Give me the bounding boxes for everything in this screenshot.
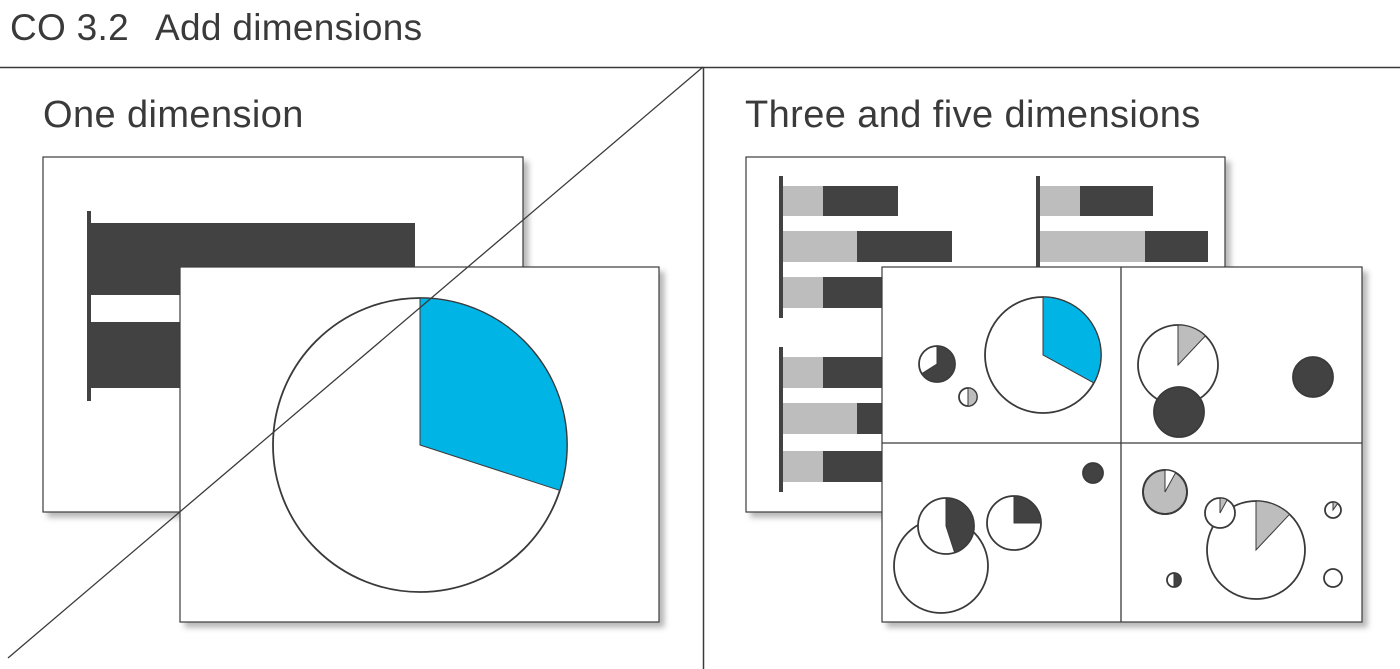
bar-dark xyxy=(1145,231,1208,262)
bar-light xyxy=(783,186,823,216)
bar-light xyxy=(1040,186,1080,216)
mini-pie-slice xyxy=(945,497,975,554)
bar-light xyxy=(783,451,823,482)
mini-pie-slice xyxy=(1173,572,1182,588)
mini-pies xyxy=(893,296,1343,614)
mini-pie xyxy=(1323,568,1343,588)
mini-pie-slice xyxy=(921,345,956,383)
bar-dark xyxy=(823,277,893,308)
bar-light xyxy=(783,403,857,434)
figure-code: CO 3.2 xyxy=(10,7,130,48)
figure-title-text: Add dimensions xyxy=(155,7,423,48)
right-panel-heading: Three and five dimensions xyxy=(745,94,1201,136)
mini-pie xyxy=(1153,386,1205,438)
pie-slice-highlight xyxy=(419,297,568,492)
bar-dark xyxy=(1080,186,1153,216)
left-pie-chart-card xyxy=(179,266,660,623)
mini-pie-slice xyxy=(1332,501,1339,512)
bar-dark xyxy=(857,231,952,262)
mini-pie-slice xyxy=(1042,296,1102,384)
strike-through-line xyxy=(7,66,704,659)
mini-pie-slice xyxy=(1164,469,1177,493)
mini-pie-slice xyxy=(1219,497,1228,514)
figure-title: CO 3.2 Add dimensions xyxy=(10,4,422,52)
bar-light xyxy=(783,231,857,262)
mini-pie-slice xyxy=(1177,324,1207,367)
mini-pie-slice xyxy=(967,387,978,407)
small-multiples-pie-card xyxy=(881,266,1363,623)
bar xyxy=(89,322,189,388)
bar-light xyxy=(783,277,823,308)
mini-pie xyxy=(1082,462,1104,484)
bar-dark xyxy=(823,357,893,388)
bar-light xyxy=(783,357,823,388)
bar-light xyxy=(1040,231,1145,262)
mini-pie-slice xyxy=(1255,500,1291,552)
mini-pie-slice xyxy=(1013,495,1042,524)
mini-pie xyxy=(1292,356,1334,398)
bar-dark xyxy=(823,186,898,216)
bar-dark xyxy=(823,451,893,482)
left-panel-heading: One dimension xyxy=(43,94,304,136)
